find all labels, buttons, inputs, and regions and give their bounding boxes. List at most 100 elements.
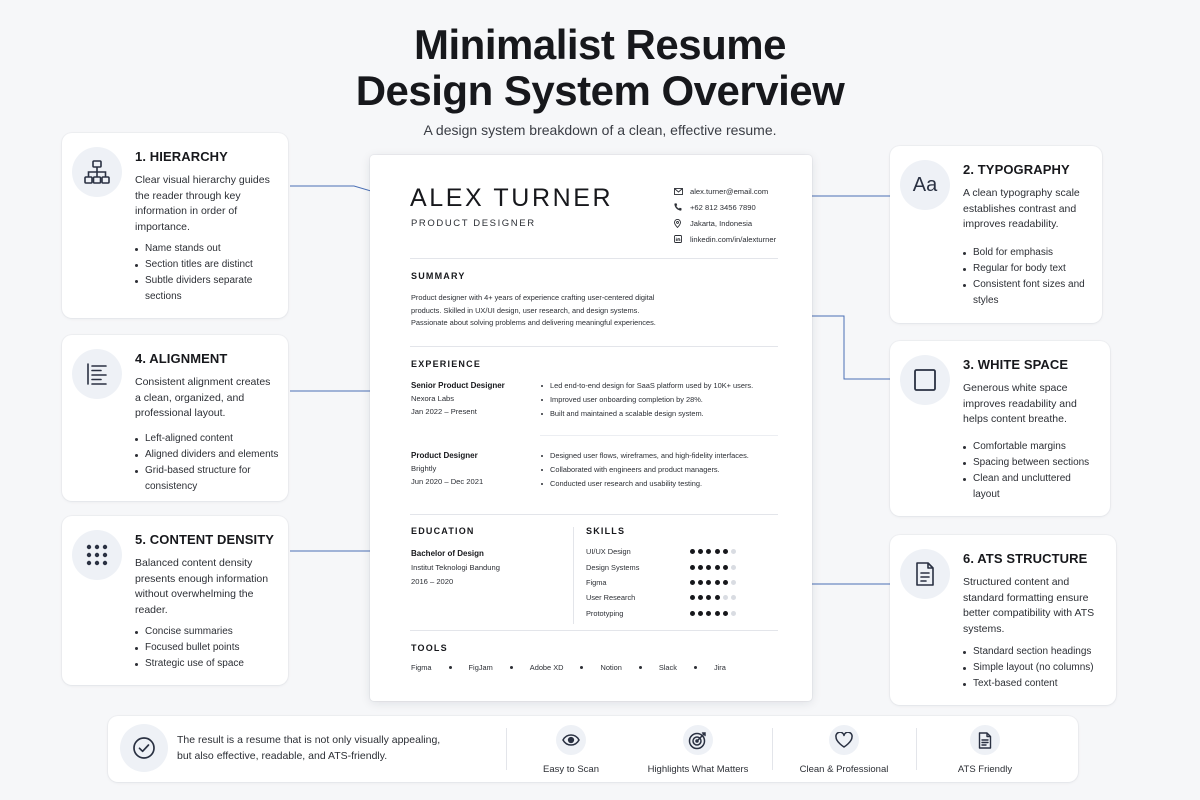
- card-hierarchy: 1. HIERARCHY Clear visual hierarchy guid…: [62, 133, 288, 318]
- footer-item-highlights: Highlights What Matters: [628, 725, 768, 775]
- tool-separator: [448, 666, 452, 669]
- job-bullet: Designed user flows, wireframes, and hig…: [541, 449, 749, 463]
- skill-level-dots: [690, 595, 736, 601]
- skill-row: UI/UX Design: [586, 544, 756, 559]
- resume-role: PRODUCT DESIGNER: [411, 218, 536, 229]
- skill-dot-empty: [730, 549, 736, 555]
- skill-level-dots: [690, 549, 736, 555]
- skill-dot-filled: [698, 579, 704, 585]
- section-title-experience: EXPERIENCE: [411, 359, 482, 369]
- card-title: 2. TYPOGRAPHY: [963, 162, 1070, 177]
- section-title-skills: SKILLS: [586, 526, 626, 536]
- page-title: Minimalist Resume Design System Overview: [0, 22, 1200, 114]
- job-bullets: Designed user flows, wireframes, and hig…: [541, 449, 749, 490]
- tool-separator: [638, 666, 642, 669]
- skill-dot-filled: [714, 579, 720, 585]
- eye-icon: [556, 725, 586, 755]
- check-circle-icon: [120, 724, 168, 772]
- skill-dot-filled: [698, 610, 704, 616]
- footer-divider: [916, 728, 917, 770]
- job-bullet: Built and maintained a scalable design s…: [541, 407, 753, 421]
- job-bullet: Improved user onboarding completion by 2…: [541, 393, 753, 407]
- card-content-density: 5. CONTENT DENSITY Balanced content dens…: [62, 516, 288, 685]
- skill-dot-filled: [690, 549, 695, 555]
- skill-row: Figma: [586, 575, 756, 590]
- job-bullet: Led end-to-end design for SaaS platform …: [541, 379, 753, 393]
- dot-grid-icon: [72, 530, 122, 580]
- card-bullet: Clean and uncluttered layout: [963, 471, 1099, 503]
- mail-icon: [674, 187, 690, 195]
- education-school: Institut Teknologi Bandung: [411, 563, 500, 572]
- skill-row: Prototyping: [586, 606, 756, 621]
- align-left-icon: [72, 349, 122, 399]
- card-bullets: Concise summaries Focused bullet points …: [135, 624, 285, 672]
- title-line-1: Minimalist Resume: [414, 21, 786, 68]
- divider: [410, 258, 778, 259]
- footer-divider: [772, 728, 773, 770]
- skill-dot-filled: [706, 610, 712, 616]
- skill-dot-filled: [698, 595, 704, 601]
- card-bullet: Comfortable margins: [963, 439, 1099, 455]
- card-bullet: Concise summaries: [135, 624, 285, 640]
- card-bullet: Bold for emphasis: [963, 245, 1093, 261]
- card-bullet: Name stands out: [135, 241, 285, 257]
- linkedin-icon: [674, 235, 690, 243]
- square-icon: [900, 355, 950, 405]
- job-bullet: Conducted user research and usability te…: [541, 477, 749, 491]
- job-company: Nexora Labs: [411, 394, 455, 403]
- contact-email-text: alex.turner@email.com: [690, 186, 769, 196]
- skill-name: Design Systems: [586, 562, 640, 572]
- card-bullets: Bold for emphasis Regular for body text …: [963, 245, 1093, 309]
- resume-contacts: alex.turner@email.com +62 812 3456 7890 …: [674, 183, 776, 247]
- contact-phone-text: +62 812 3456 7890: [690, 202, 756, 212]
- skill-dot-filled: [722, 579, 728, 585]
- summary-line: Passionate about solving problems and de…: [411, 318, 656, 328]
- skill-dot-filled: [714, 595, 720, 601]
- card-bullet: Standard section headings: [963, 644, 1109, 660]
- skill-dot-filled: [698, 549, 704, 555]
- job-bullet: Collaborated with engineers and product …: [541, 463, 749, 477]
- card-bullet: Text-based content: [963, 676, 1109, 692]
- skill-dot-empty: [722, 595, 728, 601]
- skill-level-dots: [690, 564, 736, 570]
- contact-linkedin-text: linkedin.com/in/alexturner: [690, 234, 777, 244]
- job-entry: Product Designer Brightly Jun 2020 – Dec…: [411, 449, 781, 488]
- card-bullet: Spacing between sections: [963, 455, 1099, 471]
- card-bullets: Name stands out Section titles are disti…: [135, 241, 285, 305]
- footer-text: The result is a resume that is not only …: [177, 732, 457, 764]
- resume-sheet: ALEX TURNER PRODUCT DESIGNER alex.turner…: [370, 155, 812, 701]
- skill-dot-empty: [730, 610, 736, 616]
- skill-level-dots: [690, 610, 736, 616]
- card-ats-structure: 6. ATS STRUCTURE Structured content and …: [890, 535, 1116, 705]
- contact-phone: +62 812 3456 7890: [674, 199, 776, 215]
- card-bullet: Simple layout (no columns): [963, 660, 1109, 676]
- tool-item: Adobe XD: [529, 663, 564, 672]
- education-years: 2016 – 2020: [411, 577, 454, 586]
- skill-name: Prototyping: [586, 608, 624, 618]
- skill-dot-filled: [706, 549, 712, 555]
- skill-dot-filled: [690, 564, 695, 570]
- footer-item-label: Easy to Scan: [543, 764, 599, 775]
- hierarchy-icon: [72, 147, 122, 197]
- column-divider: [573, 527, 574, 624]
- title-line-2: Design System Overview: [355, 67, 845, 114]
- skill-dot-filled: [722, 610, 728, 616]
- summary-line: products. Skilled in UX/UI design, user …: [411, 305, 640, 315]
- footer-item-label: Clean & Professional: [799, 764, 889, 775]
- job-dates: Jun 2020 – Dec 2021: [411, 477, 484, 486]
- card-bullet: Consistent font sizes and styles: [963, 277, 1093, 309]
- card-description: Consistent alignment creates a clean, or…: [135, 376, 271, 419]
- summary-footer: The result is a resume that is not only …: [108, 716, 1078, 782]
- card-bullet: Focused bullet points: [135, 640, 285, 656]
- tool-item: Figma: [411, 663, 432, 672]
- skill-dot-filled: [706, 579, 712, 585]
- divider: [410, 630, 778, 631]
- tools-list: Figma FigJam Adobe XD Notion Slack Jira: [411, 663, 726, 672]
- tool-separator: [509, 666, 513, 669]
- tool-item: Slack: [658, 663, 677, 672]
- card-title: 1. HIERARCHY: [135, 149, 228, 164]
- skill-row: Design Systems: [586, 559, 756, 574]
- card-description: Balanced content density presents enough…: [135, 557, 269, 616]
